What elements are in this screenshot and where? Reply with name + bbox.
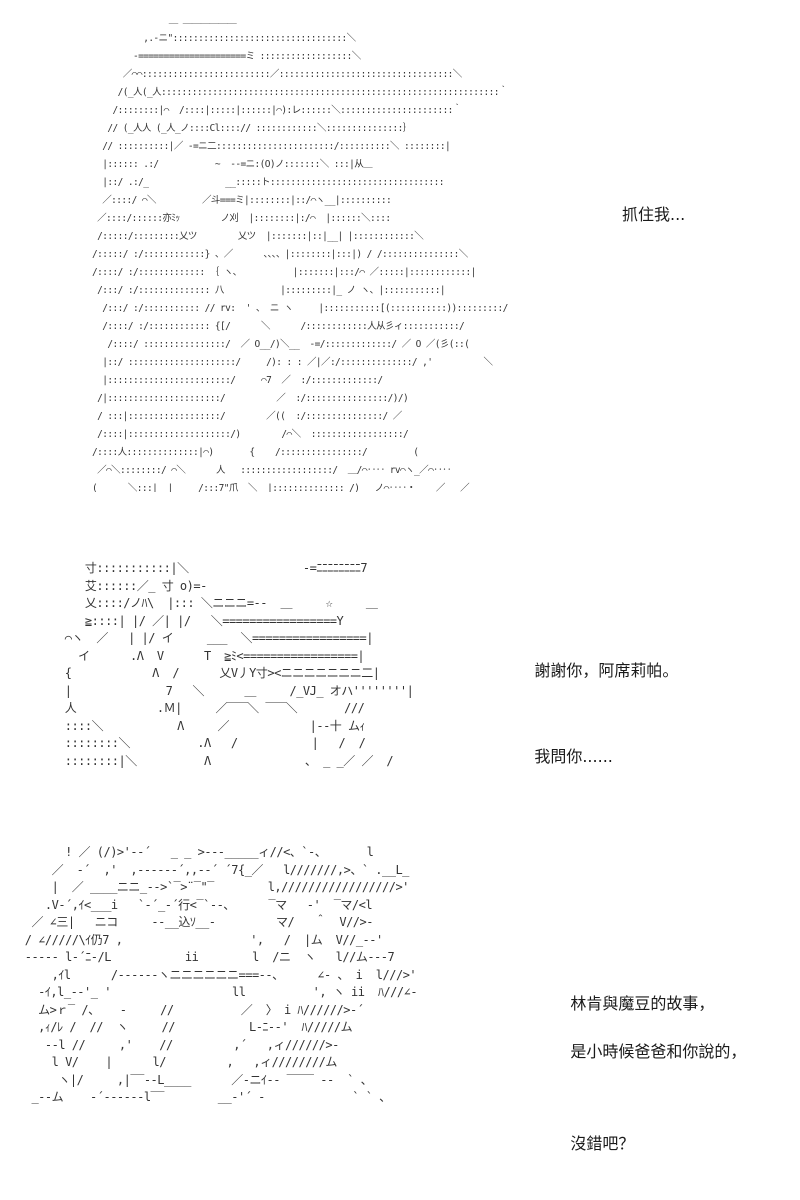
dialogue-line-story-title: 林肯與魔豆的故事， (570, 994, 715, 1013)
ascii-art-character-with-rifle: 寸:::::::::::|＼ ‐=ﾆﾆﾆﾆﾆﾆﾆﾆ7 艾::::::／_ 寸 o… (64, 561, 414, 768)
dialogue-line-right: 沒錯吧？ (570, 1134, 635, 1153)
dialogue-block-thanks: 謝謝你，阿席莉帕。 我問你...... (514, 635, 678, 793)
dialogue-grab-me: 抓住我... (622, 205, 686, 224)
manga-panel-1: ＿ ＿＿＿＿＿＿ ,.-ニ"::::::::::::::::::::::::::… (0, 0, 800, 520)
dialogue-line-told-by-father: 是小時候爸爸和你說的， (570, 1042, 747, 1061)
dialogue-line-ask: 我問你...... (534, 747, 613, 766)
manga-panel-2: 寸:::::::::::|＼ ‐=ﾆﾆﾆﾆﾆﾆﾆﾆ7 艾::::::／_ 寸 o… (0, 540, 800, 800)
ascii-art-girl-closeup: ＿ ＿＿＿＿＿＿ ,.-ニ"::::::::::::::::::::::::::… (92, 15, 508, 492)
dialogue-block-story: 林肯與魔豆的故事， 是小時候爸爸和你說的， 沒錯吧？ (550, 968, 746, 1180)
dialogue-line-thanks: 謝謝你，阿席莉帕。 (534, 661, 679, 680)
ascii-art-two-characters-standing: ! ／ (/)>'‐-´ _ _ >‐‐‐_____ィ//<、`-、 l ／ -… (24, 845, 418, 1104)
manga-panel-3: ! ／ (/)>'‐-´ _ _ >‐‐‐_____ィ//<、`-、 l ／ -… (0, 830, 800, 1153)
